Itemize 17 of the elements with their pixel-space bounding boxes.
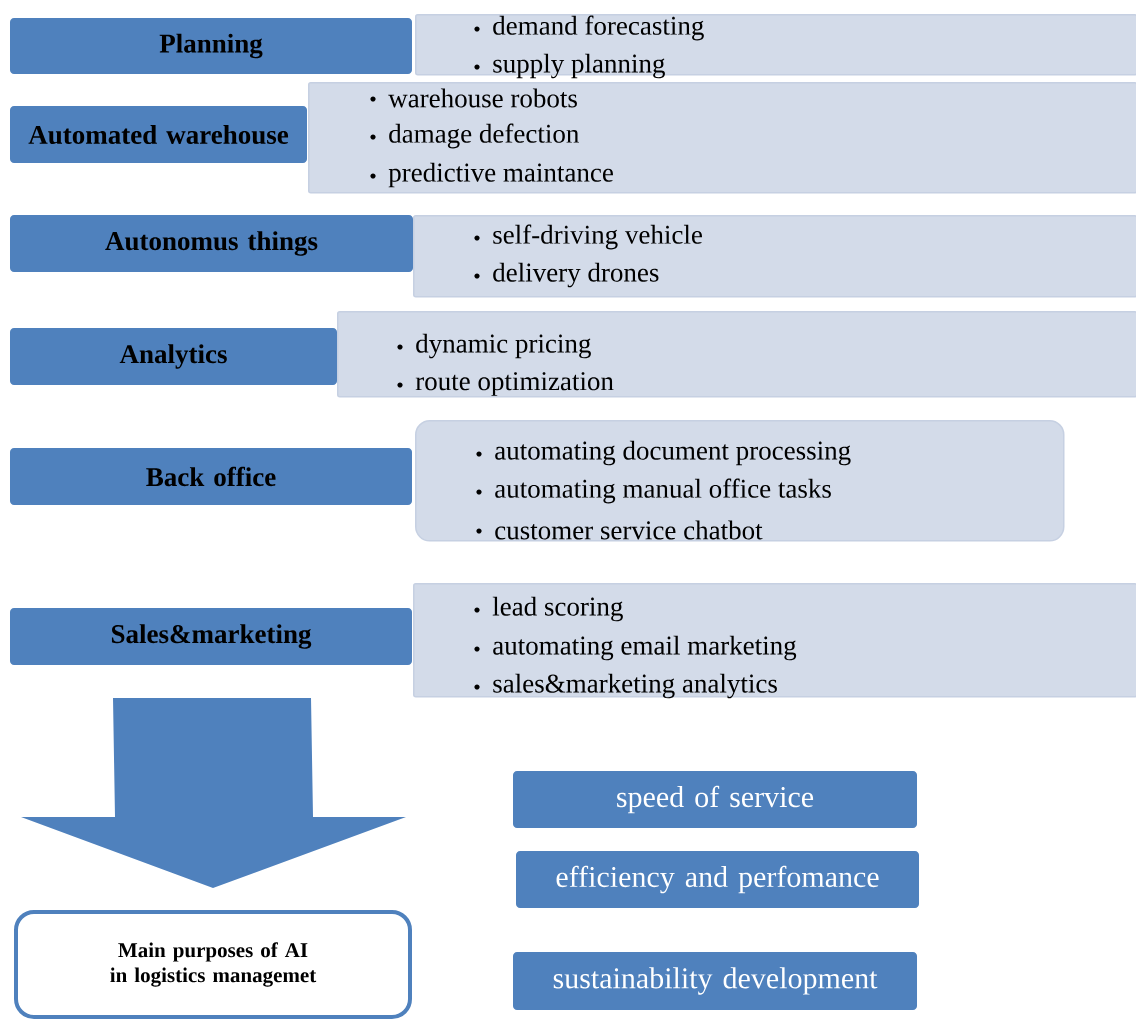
bullet-panel: lead scoring automating email marketing sales&marketing analytics bbox=[413, 583, 1136, 699]
category-box: Autonomus things bbox=[10, 215, 413, 272]
bullet-panel: dynamic pricing route optimization bbox=[337, 311, 1136, 398]
result-box: Main purposes of AI in logistics managemet bbox=[14, 910, 412, 1019]
purpose-box: efficiency and perfomance bbox=[516, 851, 919, 908]
bullet-panel: demand forecasting supply planning bbox=[415, 14, 1136, 79]
category-box: Planning bbox=[10, 18, 412, 74]
bullet-panel: automating document processing automating manual office tasks customer service chatbot bbox=[415, 420, 1065, 542]
purpose-box: sustainability development bbox=[513, 952, 917, 1010]
category-box: Sales&marketing bbox=[10, 608, 412, 665]
category-box: Back office bbox=[10, 448, 412, 505]
bullet-panel: self-driving vehicle delivery drones bbox=[413, 215, 1136, 298]
bullet-panel: warehouse robots damage defection predictive maintance bbox=[308, 82, 1136, 194]
category-box: Analytics bbox=[10, 328, 337, 385]
category-box: Automated warehouse bbox=[10, 106, 307, 163]
purpose-box: speed of service bbox=[513, 771, 917, 828]
block-arrow bbox=[21, 698, 406, 888]
